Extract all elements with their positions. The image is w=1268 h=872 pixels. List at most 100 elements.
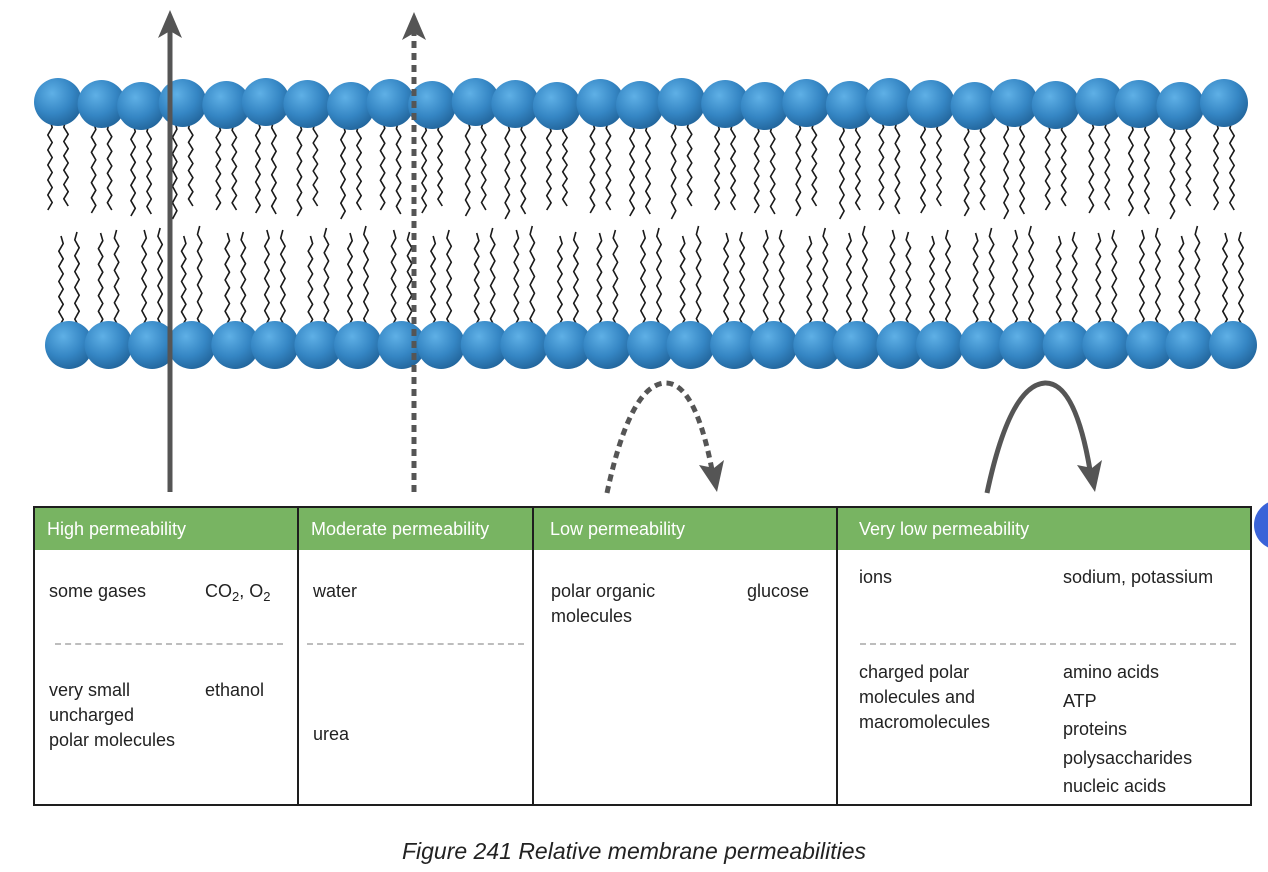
lipid-tail <box>340 123 346 220</box>
column-low-permeability: Low permeability polar organic molecules… <box>532 506 838 806</box>
lipid-tails-bottom <box>58 225 1244 328</box>
lipid-tail <box>323 227 330 328</box>
lipid-head <box>283 80 332 128</box>
lipid-tail <box>1028 225 1035 328</box>
row-label: charged polar molecules and macromolecul… <box>859 662 991 732</box>
lipid-head <box>1125 321 1174 369</box>
column-very-low-permeability: Very low permeability ions sodium, potas… <box>836 506 1252 806</box>
lipid-head <box>1200 79 1248 127</box>
lipid-tail <box>1012 229 1019 328</box>
lipid-tail <box>215 122 222 211</box>
lipid-tail <box>972 232 979 328</box>
lipid-head <box>990 79 1039 127</box>
lipid-tail <box>1169 123 1176 220</box>
lipid-heads-top <box>34 78 1248 130</box>
row-divider <box>860 643 1236 645</box>
row-example: amino acids ATP proteins polysaccharides… <box>1063 662 1193 796</box>
lipid-tail <box>920 121 926 214</box>
row-example: glucose <box>747 581 810 601</box>
lipid-tail <box>157 227 164 328</box>
lipid-tails-top <box>47 119 1235 220</box>
row-label: water <box>313 581 358 601</box>
lipid-tail <box>231 122 238 211</box>
lipid-tail <box>97 232 104 328</box>
lipid-tail <box>723 232 730 328</box>
lipid-tail <box>1019 120 1026 215</box>
lipid-head <box>1209 321 1257 369</box>
lipid-tail <box>296 121 303 217</box>
lipid-tail <box>878 119 885 211</box>
lipid-head <box>666 321 715 369</box>
lipid-tail <box>363 225 369 328</box>
lipid-bilayer-diagram <box>34 10 1257 494</box>
lipid-tail <box>406 231 413 328</box>
lipid-head <box>832 321 881 369</box>
lipid-head <box>158 79 207 127</box>
lipid-head <box>1042 321 1091 369</box>
lipid-tail <box>113 229 120 328</box>
column-header: High permeability <box>35 508 297 550</box>
lipid-tail <box>561 123 568 207</box>
lipid-tail <box>670 119 677 220</box>
lipid-head <box>740 82 789 130</box>
lipid-tail <box>47 119 53 211</box>
lipid-tail <box>640 229 646 328</box>
lipid-tail <box>180 235 187 328</box>
row-label: polar organic molecules <box>551 581 656 626</box>
lipid-head <box>749 321 798 369</box>
lipid-tail <box>263 229 270 328</box>
lipid-tail <box>513 229 520 328</box>
lipid-tail <box>141 229 148 328</box>
lipid-tail <box>596 232 603 328</box>
lipid-tail <box>963 123 970 217</box>
lipid-head <box>241 78 290 126</box>
lipid-tail <box>1095 232 1102 328</box>
high-permeability-arrow <box>158 10 182 492</box>
row-label: some gases <box>49 581 147 601</box>
lipid-tail <box>1003 120 1010 220</box>
lipid-head <box>1114 80 1163 128</box>
lipid-tail <box>307 235 314 328</box>
lipid-tail <box>645 122 651 215</box>
lipid-tail <box>437 122 444 207</box>
lipid-head <box>616 81 664 129</box>
row-example: sodium, potassium <box>1063 567 1214 587</box>
lipid-head <box>876 321 925 369</box>
lipid-tail <box>240 231 247 328</box>
lipid-tail <box>714 121 721 211</box>
lipid-tail <box>390 229 397 328</box>
lipid-tail <box>356 123 362 211</box>
lipid-tail <box>605 120 612 211</box>
lipid-head <box>583 321 632 369</box>
lipid-head <box>825 81 874 129</box>
column-header: Moderate permeability <box>299 508 532 550</box>
lipid-tail <box>1154 227 1161 328</box>
lipid-tail <box>421 122 428 214</box>
lipid-tail <box>106 121 113 211</box>
lipid-tail <box>572 231 579 328</box>
lipid-tail <box>945 229 951 328</box>
lipid-head <box>793 321 842 369</box>
lipid-head <box>491 80 540 128</box>
lipid-tail <box>480 119 487 211</box>
row-example: CO2, O2 <box>205 581 271 604</box>
lipid-tail <box>1111 229 1118 328</box>
lipid-tail <box>1143 121 1150 215</box>
lipid-head <box>865 78 914 126</box>
lipid-head <box>1156 82 1205 130</box>
lipid-tail <box>1127 121 1134 217</box>
column-header: Low permeability <box>534 508 836 550</box>
lipid-head <box>408 81 457 129</box>
lipid-tail <box>146 123 153 215</box>
lipid-head <box>294 321 343 369</box>
lipid-tail <box>130 123 137 217</box>
figure-caption: Figure 241 Relative membrane permeabilit… <box>401 838 867 864</box>
lipid-tail <box>629 122 635 217</box>
lipid-tail <box>58 235 64 328</box>
lipid-tail <box>347 232 353 328</box>
column-header: Very low permeability <box>838 508 1250 550</box>
lipid-head <box>701 80 750 128</box>
lipid-tail <box>446 229 453 328</box>
lipid-tail <box>395 120 402 215</box>
lipid-tail <box>90 121 97 214</box>
